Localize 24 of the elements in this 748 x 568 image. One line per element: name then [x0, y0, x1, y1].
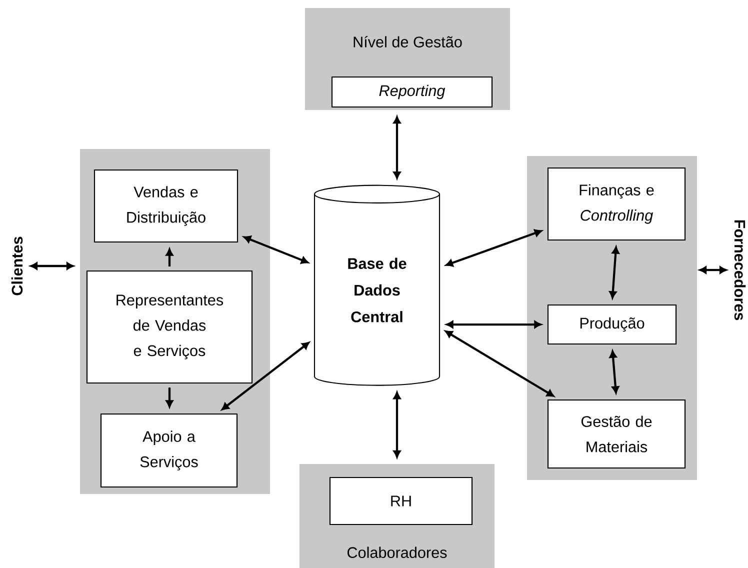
- process-box: Gestão de Materiais: [547, 399, 686, 469]
- process-box: Apoio a Serviços: [100, 413, 238, 488]
- arrow: [446, 320, 542, 328]
- process-box: Produção: [547, 304, 677, 345]
- arrow: [609, 246, 620, 298]
- process-box: Reporting: [331, 76, 493, 108]
- arrow: [609, 350, 620, 394]
- arrow: [445, 330, 554, 397]
- side-label: Clientes: [11, 236, 23, 296]
- arrow: [699, 266, 727, 274]
- arrow: [393, 116, 401, 179]
- arrow: [446, 229, 542, 267]
- arrow: [244, 236, 308, 264]
- side-label: Fornecedores: [734, 220, 746, 320]
- database-cylinder: Base de Dados Central: [314, 184, 440, 386]
- process-box: Representantes de Vendas e Serviços: [86, 270, 253, 384]
- arrow: [393, 392, 401, 458]
- process-box: Vendas e Distribuição: [94, 169, 238, 243]
- arrow: [166, 248, 174, 266]
- arrow: [166, 388, 174, 408]
- process-box: Finanças e Controlling: [547, 167, 686, 241]
- arrow: [30, 262, 74, 270]
- process-box: RH: [329, 476, 473, 526]
- arrow: [222, 342, 310, 410]
